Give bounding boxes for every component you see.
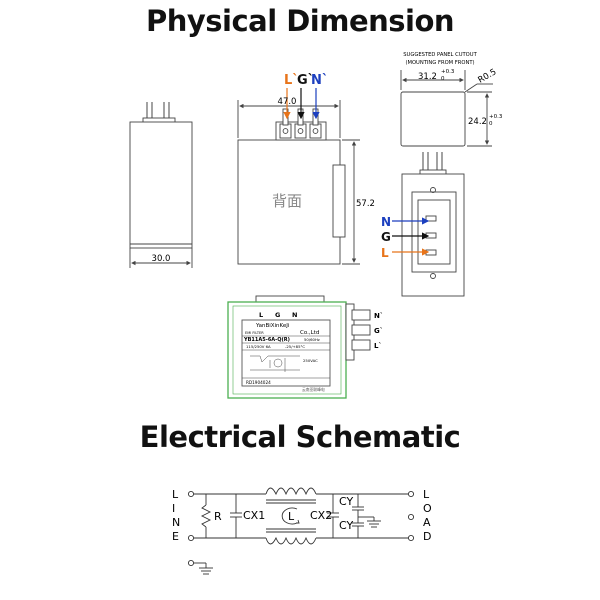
front-view — [401, 152, 465, 297]
back-height-label: 57.2 — [356, 199, 375, 209]
cutout-caption-1: SUGGESTED PANEL CUTOUT — [403, 52, 477, 58]
label-rating: 115/250V 6A — [246, 344, 271, 349]
label-company: Co.,Ltd — [300, 330, 319, 336]
pin-label-l: L — [381, 246, 389, 260]
back-center-text: 背面 — [272, 192, 302, 210]
label-top-g: G — [275, 311, 280, 319]
cutout-height-label: 24.2 — [468, 117, 487, 127]
label-right-g: G` — [374, 327, 383, 335]
side-width-label: 30.0 — [152, 254, 171, 264]
label-temp: -25/+85°C — [285, 344, 305, 349]
label-right-n: N` — [374, 312, 383, 320]
side-view — [129, 102, 193, 268]
label-view — [227, 295, 371, 399]
pin-label-g: G — [381, 230, 391, 244]
load-letter-1: L — [423, 488, 430, 501]
terminal-label-n: N` — [311, 73, 328, 88]
label-cy-bottom: CY — [339, 519, 353, 532]
label-r: R — [214, 510, 222, 523]
label-top-n: N — [292, 311, 297, 319]
schematic — [187, 487, 415, 575]
load-letter-2: O — [423, 502, 432, 515]
line-letter-2: I — [172, 502, 175, 515]
cutout-width-label: 31.2 — [418, 72, 437, 82]
cutout-caption-2: (MOUNTING FROM FRONT) — [405, 60, 474, 66]
label-serial: RD1904024 — [246, 380, 271, 385]
label-rating-extra: 250VAC — [303, 358, 318, 363]
back-view — [237, 100, 360, 265]
label-cx2: CX2 — [310, 509, 332, 522]
label-cx1: CX1 — [243, 509, 265, 522]
terminal-label-g: G` — [297, 73, 314, 88]
label-emi: EMI FILTER — [245, 331, 264, 335]
line-letter-1: L — [172, 488, 179, 501]
cutout-corner-label: R0.5 — [477, 67, 499, 85]
label-right-l: L` — [374, 342, 382, 350]
cutout-height-tol-low: 0 — [489, 121, 493, 127]
label-l: L — [288, 510, 295, 523]
load-letter-4: D — [423, 530, 431, 543]
cutout-width-tol: +0.3 — [441, 69, 455, 75]
back-width-label: 47.0 — [278, 97, 297, 107]
physical-dimension-title: Physical Dimension — [145, 4, 455, 38]
electrical-schematic-title: Electrical Schematic — [139, 420, 461, 454]
line-letter-3: N — [172, 516, 180, 529]
label-freq: 50/60Hz — [304, 337, 320, 342]
cutout-height-tol: +0.3 — [489, 114, 503, 120]
pin-label-n: N — [381, 215, 391, 229]
cutout-width-tol-low: 0 — [441, 76, 445, 82]
load-letter-3: A — [423, 516, 431, 529]
label-model: YB11A5-6A-Q(R) — [243, 337, 290, 343]
panel-cutout — [400, 70, 493, 147]
label-cy-top: CY — [339, 495, 353, 508]
label-brand: YanBiXinKeJi — [255, 323, 290, 329]
line-letter-4: E — [172, 530, 179, 543]
terminal-label-l: L` — [284, 73, 299, 88]
label-top-l: L — [259, 311, 263, 319]
label-footer: 云南亚联峰电 — [302, 387, 325, 392]
